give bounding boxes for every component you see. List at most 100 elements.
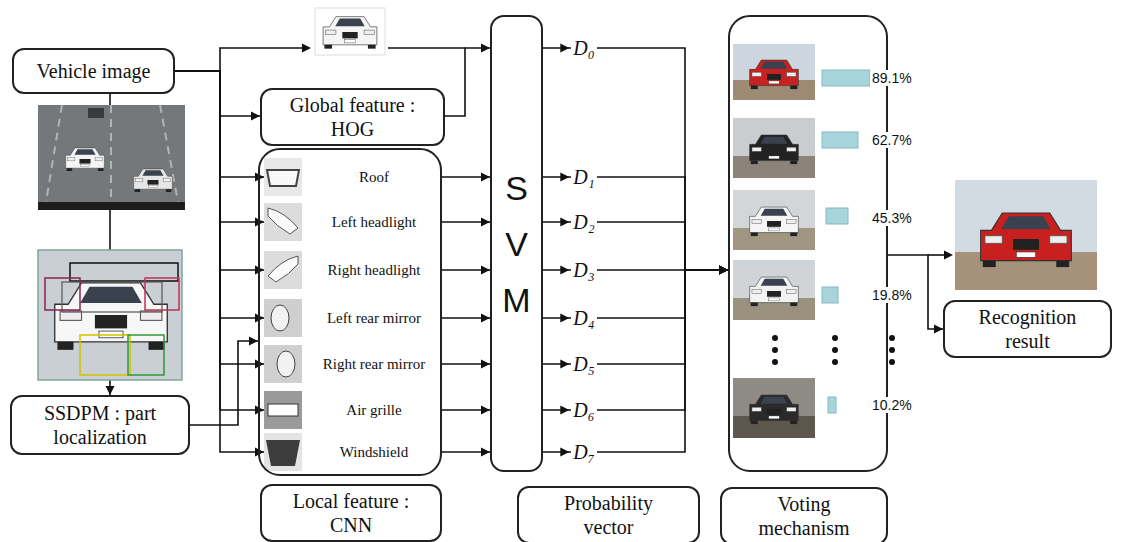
connector (440, 266, 490, 275)
process-box: SSDPM : part localization (10, 395, 190, 455)
score-bars (822, 70, 870, 413)
arrow-head (719, 266, 728, 275)
connector (440, 448, 490, 457)
arrow-head (719, 266, 728, 275)
edge-label: D₅ (571, 353, 596, 375)
connector (543, 266, 728, 457)
arrow-head (302, 44, 311, 53)
white-car (750, 277, 799, 306)
mirror-thumb (264, 299, 302, 337)
black-car (750, 135, 799, 164)
arrow-head (719, 266, 728, 275)
plate-thumb (268, 404, 298, 416)
result-photo (955, 180, 1097, 290)
arrow-head (944, 251, 953, 260)
node-text: Left headlight (332, 213, 417, 231)
part-item: Roof (264, 157, 440, 197)
node-text: Local feature : CNN (281, 489, 421, 537)
node-text: Probability vector (549, 491, 669, 539)
roof-thumb (267, 170, 299, 186)
photo-sky (955, 180, 1097, 290)
dot (772, 347, 778, 353)
connector (175, 71, 260, 121)
arrow-head (560, 218, 569, 227)
mirror-thumb (277, 351, 295, 377)
arrow-head (481, 448, 490, 457)
arrow-head (481, 266, 490, 275)
vertical-text: SVM (500, 160, 534, 328)
edge-label: D₂ (571, 211, 596, 233)
arrow-head (481, 44, 490, 53)
dot (889, 335, 895, 341)
photo-sky (733, 190, 815, 250)
white-car (323, 17, 377, 49)
node-text: Right headlight (328, 261, 421, 279)
arrow-head (934, 325, 943, 334)
arrow-head (481, 360, 490, 369)
arrow-head (251, 112, 260, 121)
arrow-head (560, 173, 569, 182)
part-thumbnails (264, 158, 302, 471)
mirror-part-box (45, 278, 80, 310)
part-item: Air grille (264, 390, 440, 430)
photo-sky (733, 378, 815, 438)
red-car (750, 60, 799, 89)
connector (440, 314, 490, 323)
part-item: Left rear mirror (264, 298, 440, 338)
photo-sky (733, 118, 815, 178)
mirror-part-box (145, 278, 179, 310)
node-text: Roof (359, 168, 389, 186)
caption-strip (38, 202, 185, 210)
arrow-head (560, 266, 569, 275)
connector-line (445, 48, 490, 116)
score-bar (826, 208, 848, 224)
white-car (66, 148, 105, 171)
connector-line (190, 341, 258, 425)
dot (772, 359, 778, 365)
dot (832, 347, 838, 353)
dot (772, 335, 778, 341)
connector (543, 266, 728, 415)
feed-line (388, 47, 465, 49)
dot (889, 359, 895, 365)
node-text: Voting mechanism (744, 492, 864, 540)
node-text: Vehicle image (37, 59, 151, 83)
white-car (750, 207, 799, 236)
dot (889, 347, 895, 353)
traffic-photo (38, 105, 185, 210)
node-text: Recognition result (968, 305, 1088, 353)
part-localization-photo (38, 250, 182, 380)
mirror-thumb (264, 345, 302, 383)
windshield-part-box (62, 282, 162, 312)
node-text: Right rear mirror (323, 355, 425, 373)
process-box: Vehicle image (12, 48, 175, 94)
mirror-thumb (271, 305, 289, 331)
global-feature-photo (315, 8, 385, 55)
edge-label: D₁ (571, 166, 596, 188)
road-ground (38, 105, 185, 210)
dot (832, 359, 838, 365)
process-box: Probability vector (517, 486, 700, 542)
arrow-head (560, 360, 569, 369)
ellipsis-dots (772, 335, 895, 365)
connector (440, 218, 490, 227)
score-bar (828, 397, 836, 413)
white-car (134, 169, 173, 192)
arrow-head (560, 44, 569, 53)
arrow-head (719, 266, 728, 275)
arrow-head (560, 406, 569, 415)
part-item: Right headlight (264, 250, 440, 290)
feed-line (220, 48, 302, 71)
photo-ground (315, 8, 385, 55)
arrow-head (106, 386, 115, 395)
edge-label: D₇ (571, 441, 596, 463)
dot (832, 335, 838, 341)
feed-heads (302, 44, 953, 260)
arrow-head (719, 266, 728, 275)
node-text: Left rear mirror (327, 309, 421, 327)
photo-ground (38, 250, 182, 380)
score-label: 10.2% (870, 397, 914, 414)
score-bar (822, 287, 838, 303)
